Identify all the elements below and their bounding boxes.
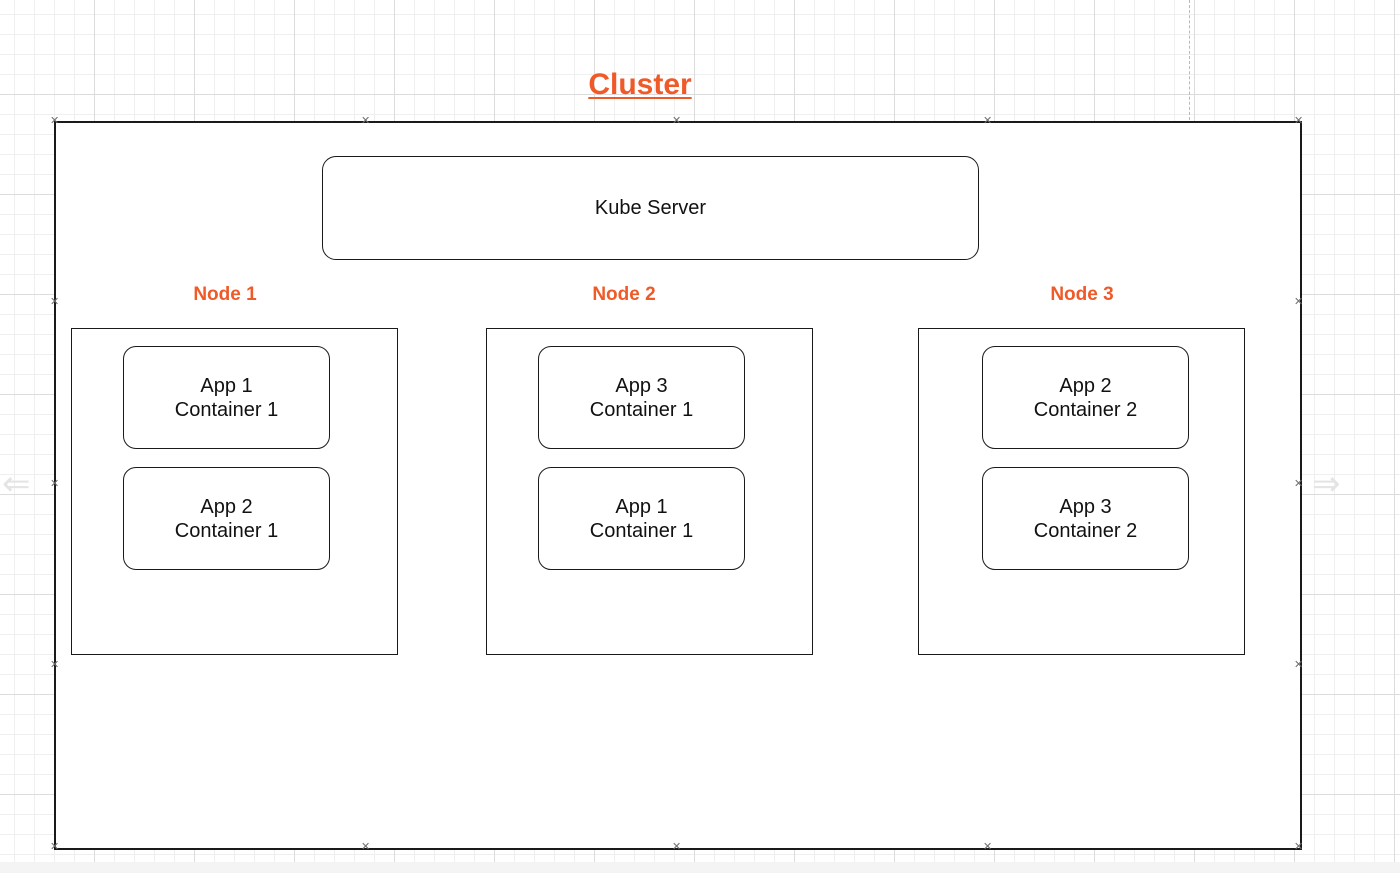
guide-line: [1189, 0, 1190, 120]
resize-handle-icon[interactable]: ✕: [50, 478, 60, 490]
container-name-label: Container 1: [589, 398, 694, 421]
resize-handle-icon[interactable]: ✕: [672, 115, 682, 127]
container-app-label: App 3: [1059, 495, 1112, 518]
container-app-label: App 1: [200, 374, 253, 397]
node-1-container-2[interactable]: App 2 Container 1: [123, 467, 330, 570]
node-1-label[interactable]: Node 1: [193, 284, 257, 305]
node-2-container-1[interactable]: App 3 Container 1: [538, 346, 745, 449]
container-name-label: Container 1: [589, 519, 694, 542]
resize-handle-icon[interactable]: ✕: [50, 296, 60, 308]
container-app-label: App 3: [615, 374, 668, 397]
resize-handle-icon[interactable]: ✕: [672, 841, 682, 853]
resize-handle-icon[interactable]: ✕: [1294, 841, 1304, 853]
node-2-container-2[interactable]: App 1 Container 1: [538, 467, 745, 570]
resize-handle-icon[interactable]: ✕: [1294, 115, 1304, 127]
canvas-bottom-edge: [0, 862, 1400, 873]
node-3-container-2[interactable]: App 3 Container 2: [982, 467, 1189, 570]
container-app-label: App 2: [1059, 374, 1112, 397]
kube-server-label: Kube Server: [594, 196, 707, 219]
container-name-label: Container 2: [1033, 398, 1138, 421]
container-app-label: App 1: [615, 495, 668, 518]
node-3-label[interactable]: Node 3: [1050, 284, 1114, 305]
resize-handle-icon[interactable]: ✕: [50, 841, 60, 853]
connect-arrow-right-icon[interactable]: ⇒: [1312, 465, 1341, 503]
resize-handle-icon[interactable]: ✕: [1294, 659, 1304, 671]
resize-handle-icon[interactable]: ✕: [1294, 296, 1304, 308]
resize-handle-icon[interactable]: ✕: [50, 115, 60, 127]
resize-handle-icon[interactable]: ✕: [50, 659, 60, 671]
container-name-label: Container 1: [174, 398, 279, 421]
kube-server-box[interactable]: Kube Server: [322, 156, 979, 260]
resize-handle-icon[interactable]: ✕: [361, 115, 371, 127]
resize-handle-icon[interactable]: ✕: [361, 841, 371, 853]
container-app-label: App 2: [200, 495, 253, 518]
node-3-container-1[interactable]: App 2 Container 2: [982, 346, 1189, 449]
container-name-label: Container 1: [174, 519, 279, 542]
resize-handle-icon[interactable]: ✕: [983, 115, 993, 127]
container-name-label: Container 2: [1033, 519, 1138, 542]
node-2-label[interactable]: Node 2: [592, 284, 656, 305]
connect-arrow-left-icon[interactable]: ⇐: [2, 465, 31, 503]
resize-handle-icon[interactable]: ✕: [983, 841, 993, 853]
resize-handle-icon[interactable]: ✕: [1294, 478, 1304, 490]
node-1-container-1[interactable]: App 1 Container 1: [123, 346, 330, 449]
cluster-title[interactable]: Cluster: [588, 68, 692, 101]
